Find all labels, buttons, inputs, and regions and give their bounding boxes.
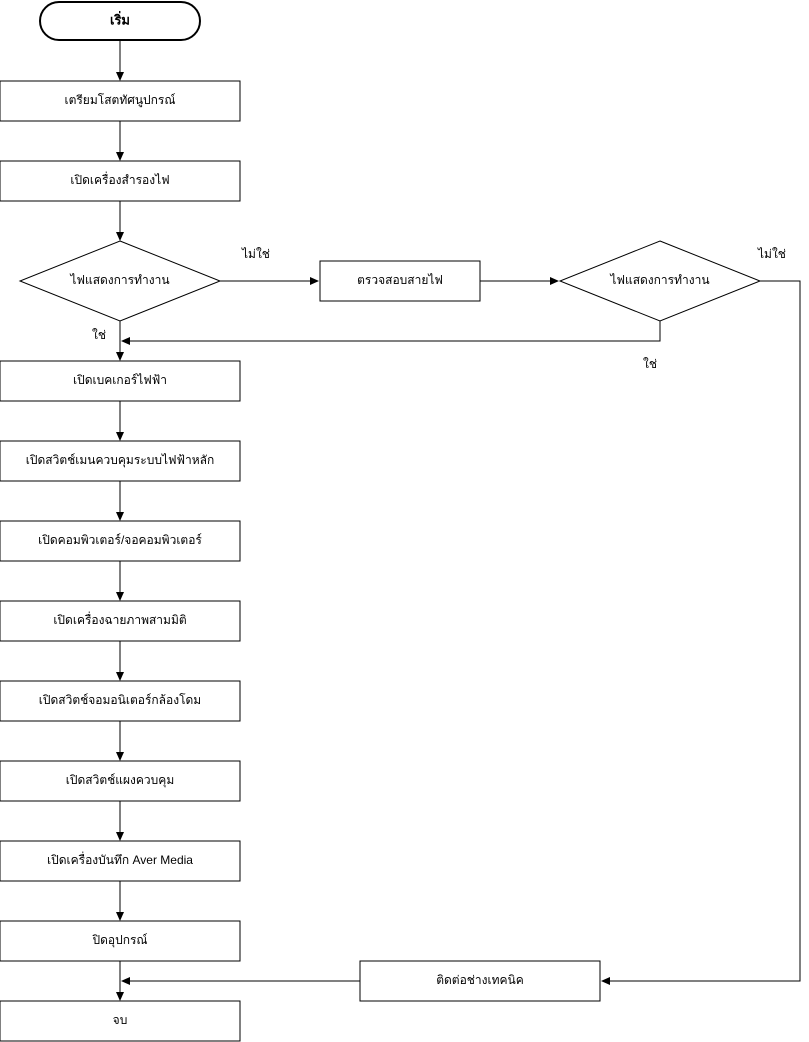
process-breaker-on-label: เปิดเบคเกอร์ไฟฟ้า [73, 373, 167, 387]
decision-power-indicator-1-label: ไฟแสดงการทำงาน [69, 273, 169, 287]
process-computer-on: เปิดคอมพิวเตอร์/จอคอมพิวเตอร์ [0, 520, 241, 562]
edge-check2-no [601, 280, 801, 985]
process-control-panel-on: เปิดสวิตช์แผงควบคุม [0, 760, 241, 802]
start-node: เริ่ม [39, 1, 201, 41]
process-projector-on: เปิดเครื่องฉายภาพสามมิติ [0, 600, 241, 642]
process-shutdown: ปิดอุปกรณ์ [0, 920, 241, 962]
process-recorder-on: เปิดเครื่องบันทึก Aver Media [0, 840, 241, 882]
process-shutdown-label: ปิดอุปกรณ์ [92, 933, 148, 948]
process-check-cable-label: ตรวจสอบสายไฟ [357, 273, 443, 287]
edge-label-yes-1: ใช่ [92, 328, 106, 342]
process-prepare: เตรียมโสตทัศนูปกรณ์ [0, 80, 241, 122]
process-main-switch-on-label: เปิดสวิตช์เมนควบคุมระบบไฟฟ้าหลัก [26, 453, 214, 468]
edge-label-yes-2: ใช่ [643, 357, 657, 371]
process-breaker-on: เปิดเบคเกอร์ไฟฟ้า [0, 360, 241, 402]
process-main-switch-on: เปิดสวิตช์เมนควบคุมระบบไฟฟ้าหลัก [0, 440, 241, 482]
process-dome-monitor-on-label: เปิดสวิตช์จอมอนิเตอร์กล้องโดม [39, 693, 201, 707]
end-node: จบ [0, 1000, 241, 1042]
process-check-cable: ตรวจสอบสายไฟ [319, 260, 481, 302]
edge-label-no-1: ไม่ใช่ [241, 247, 270, 261]
decision-power-indicator-1: ไฟแสดงการทำงาน [18, 240, 222, 322]
process-contact-technician: ติดต่อช่างเทคนิค [359, 960, 601, 1002]
process-ups-on: เปิดเครื่องสำรองไฟ [0, 160, 241, 202]
process-ups-on-label: เปิดเครื่องสำรองไฟ [70, 171, 169, 187]
process-dome-monitor-on: เปิดสวิตช์จอมอนิเตอร์กล้องโดม [0, 680, 241, 722]
process-contact-technician-label: ติดต่อช่างเทคนิค [436, 973, 524, 987]
end-label: จบ [113, 1013, 128, 1027]
process-computer-on-label: เปิดคอมพิวเตอร์/จอคอมพิวเตอร์ [38, 533, 202, 547]
process-prepare-label: เตรียมโสตทัศนูปกรณ์ [64, 93, 175, 108]
process-projector-on-label: เปิดเครื่องฉายภาพสามมิติ [53, 611, 186, 627]
process-control-panel-on-label: เปิดสวิตช์แผงควบคุม [66, 773, 174, 788]
edge-check2-yes [121, 321, 661, 345]
edge-label-no-2: ไม่ใช่ [757, 247, 786, 261]
decision-power-indicator-2-label: ไฟแสดงการทำงาน [609, 273, 709, 287]
flow-edges [116, 40, 801, 1001]
process-recorder-on-label: เปิดเครื่องบันทึก Aver Media [47, 851, 193, 867]
start-label: เริ่ม [110, 10, 130, 27]
decision-power-indicator-2: ไฟแสดงการทำงาน [558, 240, 762, 322]
